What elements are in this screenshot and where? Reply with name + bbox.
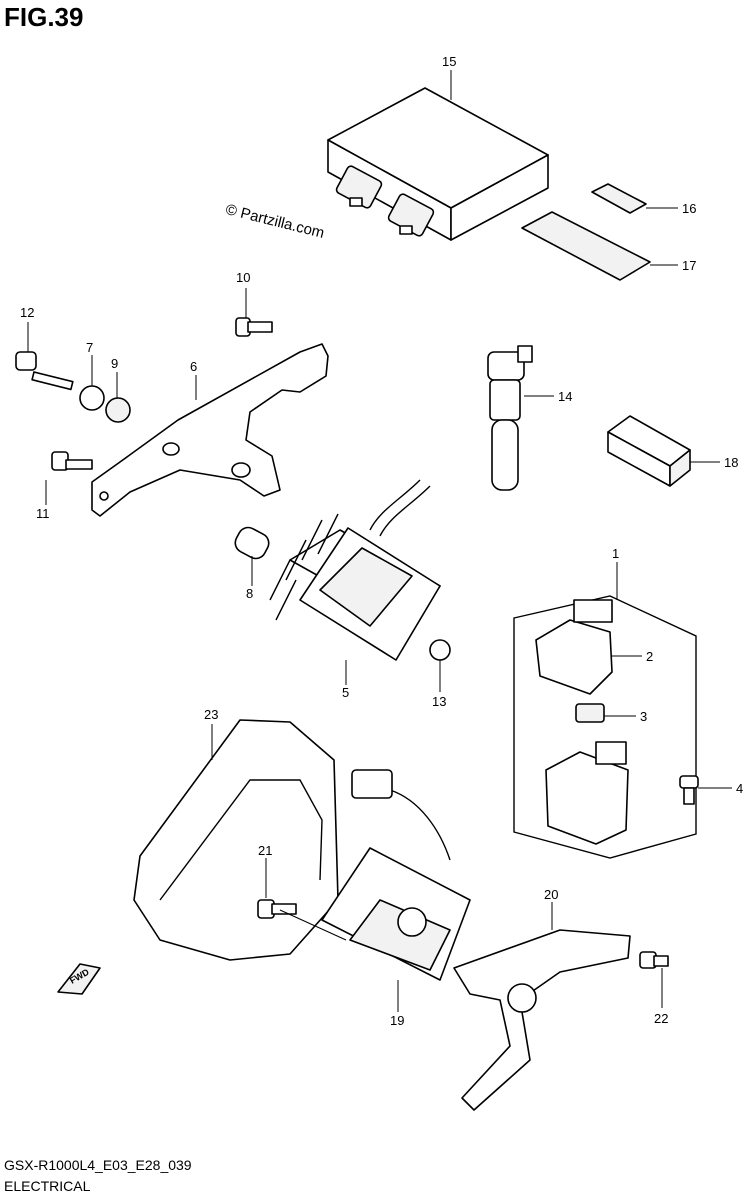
section-name: ELECTRICAL	[4, 1178, 91, 1194]
part-4-screw[interactable]	[679, 775, 699, 805]
part-17-sheet[interactable]	[521, 211, 651, 281]
callout-16: 16	[682, 201, 696, 216]
callout-9: 9	[111, 356, 118, 371]
part-15-ecm[interactable]	[327, 87, 549, 241]
part-10-bolt[interactable]	[235, 317, 273, 337]
callout-6: 6	[190, 359, 197, 374]
callout-1: 1	[612, 546, 619, 561]
part-14-ignition-coil[interactable]	[487, 345, 533, 491]
part-5-regulator[interactable]	[269, 479, 441, 661]
callout-13: 13	[432, 694, 446, 709]
part-1-starter-relay[interactable]	[545, 741, 629, 845]
part-22-screw[interactable]	[639, 951, 669, 969]
part-16-pad[interactable]	[591, 183, 647, 214]
part-18-connector[interactable]	[607, 415, 691, 487]
part-23-cover[interactable]	[133, 719, 339, 961]
part-3-fuse[interactable]	[575, 703, 605, 723]
callout-23: 23	[204, 707, 218, 722]
callout-3: 3	[640, 709, 647, 724]
part-1-group-box	[513, 595, 697, 859]
callout-19: 19	[390, 1013, 404, 1028]
figure-title: FIG.39	[4, 2, 84, 32]
model-code: GSX-R1000L4_E03_E28_039	[4, 1157, 192, 1173]
part-21-bolt[interactable]	[257, 899, 297, 919]
callout-8: 8	[246, 586, 253, 601]
callout-11: 11	[36, 506, 50, 521]
callout-12: 12	[20, 305, 34, 320]
part-11-bolt[interactable]	[51, 451, 93, 471]
part-2-relay[interactable]	[535, 599, 613, 695]
part-12-bolt[interactable]	[15, 351, 74, 391]
part-7-washer[interactable]	[79, 385, 105, 411]
callout-22: 22	[654, 1011, 668, 1026]
part-9-nut[interactable]	[105, 397, 131, 423]
callout-5: 5	[342, 685, 349, 700]
callout-14: 14	[558, 389, 572, 404]
callout-15: 15	[442, 54, 456, 69]
callout-4: 4	[736, 781, 743, 796]
callout-20: 20	[544, 887, 558, 902]
callout-21: 21	[258, 843, 272, 858]
callout-2: 2	[646, 649, 653, 664]
callout-10: 10	[236, 270, 250, 285]
part-6-bracket[interactable]	[91, 343, 329, 517]
callout-18: 18	[724, 455, 738, 470]
callout-7: 7	[86, 340, 93, 355]
callout-17: 17	[682, 258, 696, 273]
part-13-nut[interactable]	[429, 639, 451, 661]
part-8-collar[interactable]	[232, 524, 272, 562]
forward-direction-arrow: FWD	[57, 963, 101, 995]
part-20-bracket[interactable]	[453, 929, 631, 1111]
part-19-sensor[interactable]	[321, 769, 471, 981]
